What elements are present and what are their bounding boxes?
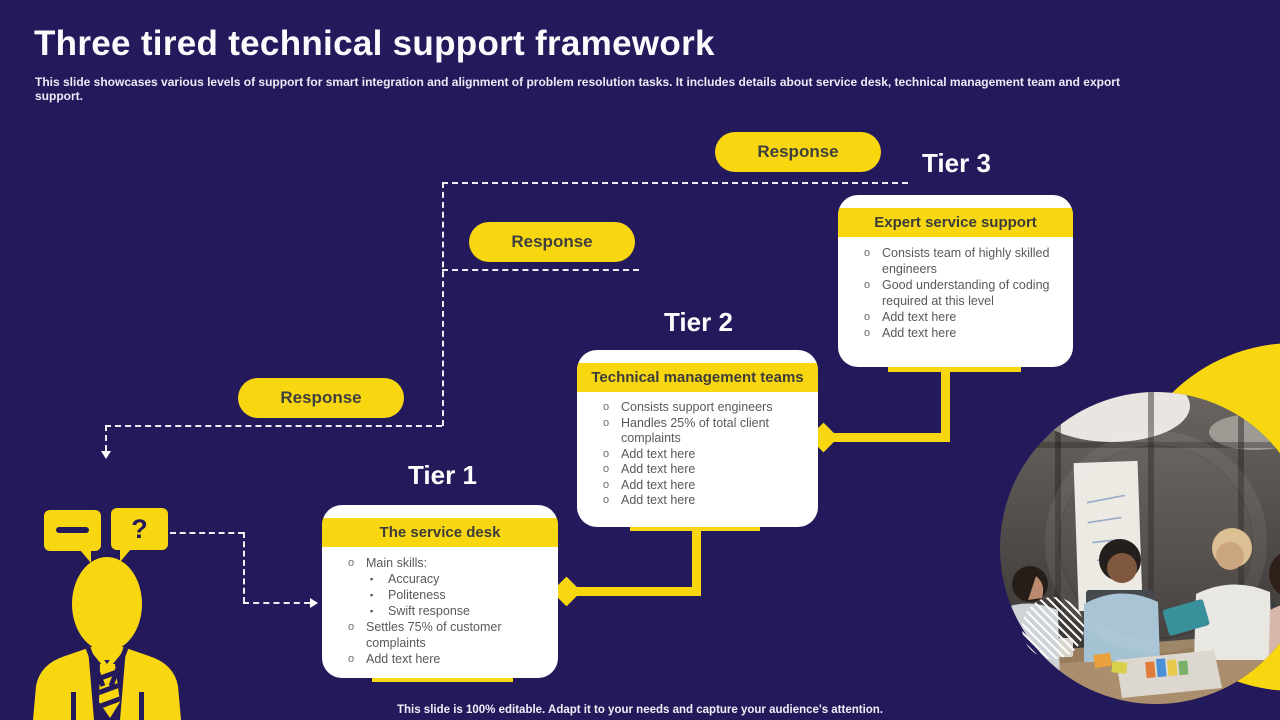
circle-bullet-icon: o [348, 653, 355, 665]
meeting-photo [1000, 392, 1280, 704]
speech-bubble-tail [80, 550, 91, 563]
speech-bubble-question: ? [111, 508, 168, 562]
circle-bullet-icon: o [603, 447, 610, 460]
connector-tier3-vertical [941, 360, 950, 442]
support-agent-person-icon [33, 557, 181, 720]
circle-bullet-icon: o [603, 401, 610, 413]
bullet-text: Add text here [882, 310, 957, 324]
sub-bullet-item: ▪ Politeness [348, 587, 548, 603]
slide-footer-note: This slide is 100% editable. Adapt it to… [396, 704, 884, 716]
dashed-connector-left-drop [105, 425, 107, 451]
bullet-text: Add text here [366, 652, 441, 666]
response-pill-tier3[interactable]: Response [715, 132, 881, 172]
bullet-text: Consists support engineers [621, 400, 773, 414]
sub-bullet-item: ▪ Swift response [348, 603, 548, 619]
dashed-person-route-top [170, 532, 244, 534]
response-pill-label: Response [280, 388, 362, 407]
tier2-card-title: Technical management teams [577, 363, 818, 392]
circle-bullet-icon: o [864, 247, 871, 259]
tier3-card-tab [888, 362, 1021, 372]
bullet-text: Add text here [621, 446, 696, 461]
bullet-item: o Add text here [864, 309, 1063, 325]
tier3-card-title: Expert service support [838, 208, 1073, 237]
slide-subtitle: This slide showcases various levels of s… [35, 75, 1120, 103]
bullet-item: o Add text here [603, 493, 808, 509]
bullet-item: o Add text here [864, 325, 1063, 341]
circle-bullet-icon: o [864, 279, 871, 291]
bullet-text: Good understanding of coding required at… [882, 278, 1050, 308]
circle-bullet-icon: o [864, 311, 871, 323]
square-bullet-icon: ▪ [370, 574, 374, 584]
circle-bullet-icon: o [348, 557, 355, 569]
tier1-card-title: The service desk [322, 518, 558, 547]
decorative-striped-circle [1022, 597, 1084, 659]
bullet-text: Swift response [388, 604, 470, 618]
speech-bubble-tail [120, 549, 131, 562]
bullet-item: o Consists support engineers [603, 400, 808, 416]
connector-tier2-horizontal [567, 587, 701, 596]
response-pill-tier2[interactable]: Response [469, 222, 635, 262]
right-arrow-icon [310, 598, 318, 608]
bullet-text: Main skills: [366, 556, 428, 570]
bullet-item: o Add text here [603, 447, 808, 463]
connector-tier3-horizontal [823, 433, 950, 442]
response-pill-tier1[interactable]: Response [238, 378, 404, 418]
tier1-label: Tier 1 [408, 460, 477, 490]
question-mark-icon: ? [131, 513, 148, 544]
page-title: Three tired technical support framework [34, 24, 715, 63]
bullet-item: o Main skills: [348, 555, 548, 571]
bullet-text: Settles 75% of customer complaints [366, 620, 502, 650]
circle-bullet-icon: o [603, 463, 610, 475]
bullet-item: o Handles 25% of total client complaints [603, 416, 808, 447]
connector-tier2-vertical [692, 520, 701, 596]
response-pill-label: Response [757, 142, 839, 161]
dashed-person-route-bottom [243, 602, 310, 604]
bullet-item: o Add text here [603, 462, 808, 478]
circle-bullet-icon: o [864, 327, 871, 339]
bullet-item: o Settles 75% of customer complaints [348, 619, 548, 651]
circle-bullet-icon: o [348, 621, 355, 633]
square-bullet-icon: ▪ [370, 590, 374, 600]
dashed-connector-tier3 [442, 182, 908, 184]
circle-bullet-icon: o [603, 416, 610, 429]
bullet-item: o Add text here [603, 478, 808, 494]
bullet-text: Add text here [621, 493, 696, 507]
dashed-connector-tier2 [442, 269, 639, 271]
tier2-card[interactable]: Technical management teams o Consists sup… [577, 350, 818, 527]
tier3-label: Tier 3 [922, 148, 991, 178]
tier3-card[interactable]: Expert service support o Consists team of… [838, 195, 1073, 367]
dashed-connector-tier1 [105, 425, 442, 427]
bullet-text: Add text here [882, 326, 957, 340]
tier3-bullet-list: o Consists team of highly skilled enginee… [838, 237, 1073, 347]
dashed-person-route-drop [243, 532, 245, 603]
tier1-bullet-list: o Main skills: ▪ Accuracy ▪ Politeness ▪ Swift … [322, 547, 558, 673]
bullet-item: o Good understanding of coding required a… [864, 277, 1063, 309]
bullet-text: Accuracy [388, 572, 440, 586]
dash-glyph-icon [56, 527, 89, 533]
speech-bubble-dash [44, 510, 101, 563]
sub-bullet-item: ▪ Accuracy [348, 571, 548, 587]
down-arrow-icon [101, 451, 111, 459]
circle-bullet-icon: o [603, 494, 610, 506]
bullet-text: Add text here [621, 477, 696, 492]
bullet-item: o Consists team of highly skilled enginee… [864, 245, 1063, 277]
bullet-text: Add text here [621, 462, 696, 476]
circle-bullet-icon: o [603, 478, 610, 491]
bullet-text: Handles 25% of total client complaints [621, 415, 770, 446]
square-bullet-icon: ▪ [370, 606, 374, 616]
dashed-connector-vertical-main [442, 182, 444, 426]
tier2-label: Tier 2 [664, 307, 733, 337]
bullet-text: Consists team of highly skilled engineer… [882, 246, 1050, 276]
bullet-item: o Add text here [348, 651, 548, 667]
bullet-text: Politeness [388, 588, 446, 602]
response-pill-label: Response [511, 232, 593, 251]
